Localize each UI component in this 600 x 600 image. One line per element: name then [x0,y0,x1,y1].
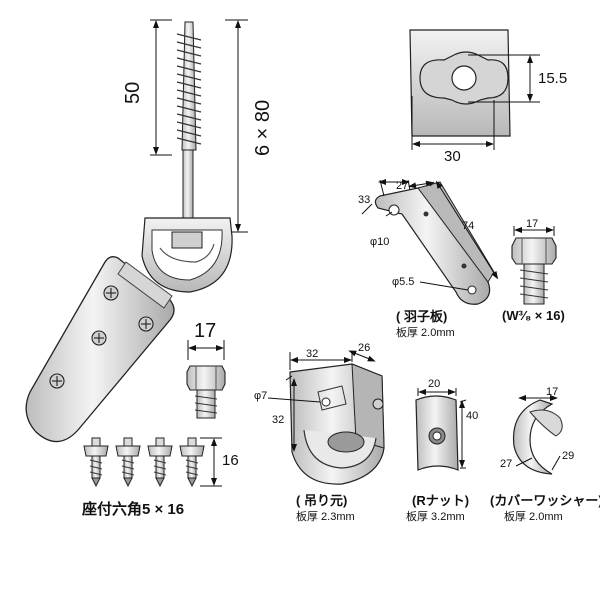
bracket-screws [49,285,154,389]
hanger-base [289,363,385,485]
nut-height-label: 40 [466,410,479,422]
screw-length-label: 50 [122,81,144,104]
bolt-head-label: 17 [526,218,539,230]
hagoita-dimension-lines [361,179,499,291]
r-nut-dimension-lines [417,388,467,469]
nut-thickness-label: 板厚 3.2mm [406,511,465,523]
washer-a-label: 17 [546,386,559,398]
bracket-name-label: ( 羽子板) [396,309,448,324]
bracket-len-b-label: 27 [396,180,409,192]
bracket-thickness-label: 板厚 2.0mm [396,327,455,339]
nut-name-label: (Rナット) [412,493,470,508]
bracket-len-c-label: 74 [462,220,475,232]
screw-set-name-label: 座付六角5 × 16 [82,501,185,518]
plate-top-view [409,29,511,137]
hex-bolt [511,237,557,305]
small-bolt-head-label: 17 [194,320,217,342]
hanger-cup [141,217,233,293]
nut-width-label: 20 [428,378,441,390]
hex-bolt-dimension-lines [513,226,555,236]
washer-c-label: 29 [562,450,575,462]
bracket-len-a-label: 33 [358,194,371,206]
cover-washer-dimension-lines [515,395,561,471]
hanger-depth-label: 26 [358,342,371,354]
washer-b-label: 27 [500,458,513,470]
bolt-name-label: (W³⁄₈ × 16) [502,308,565,323]
small-bolt-len-label: 16 [222,452,239,469]
screw-spec-label: 6 × 80 [252,99,274,156]
self-drilling-screws [83,437,205,488]
hanger-width-label: 32 [306,348,319,360]
lag-screw [176,21,202,221]
plate-height-label: 15.5 [538,70,568,87]
hanger-thickness-label: 板厚 2.3mm [296,511,355,523]
screw-dimension-lines [150,19,248,233]
r-nut [415,395,459,471]
hanger-name-label: ( 吊り元) [296,493,348,508]
screw-set-dimension-lines [200,437,222,487]
cover-washer [512,399,563,475]
hanger-height-label: 32 [272,414,285,426]
bracket-hole2-label: φ5.5 [392,276,415,288]
plate-dimension-lines [411,54,540,150]
washer-name-label: (カバーワッシャー) [490,493,600,508]
small-bolt-dimension-lines [187,340,225,360]
bracket-plate [25,256,175,443]
hanger-hole-label: φ7 [254,390,268,402]
hanger-dimension-lines [267,350,376,452]
small-bolt [186,365,226,419]
plate-width-label: 30 [444,148,461,165]
washer-thickness-label: 板厚 2.0mm [504,511,563,523]
bracket-hole1-label: φ10 [370,236,390,248]
